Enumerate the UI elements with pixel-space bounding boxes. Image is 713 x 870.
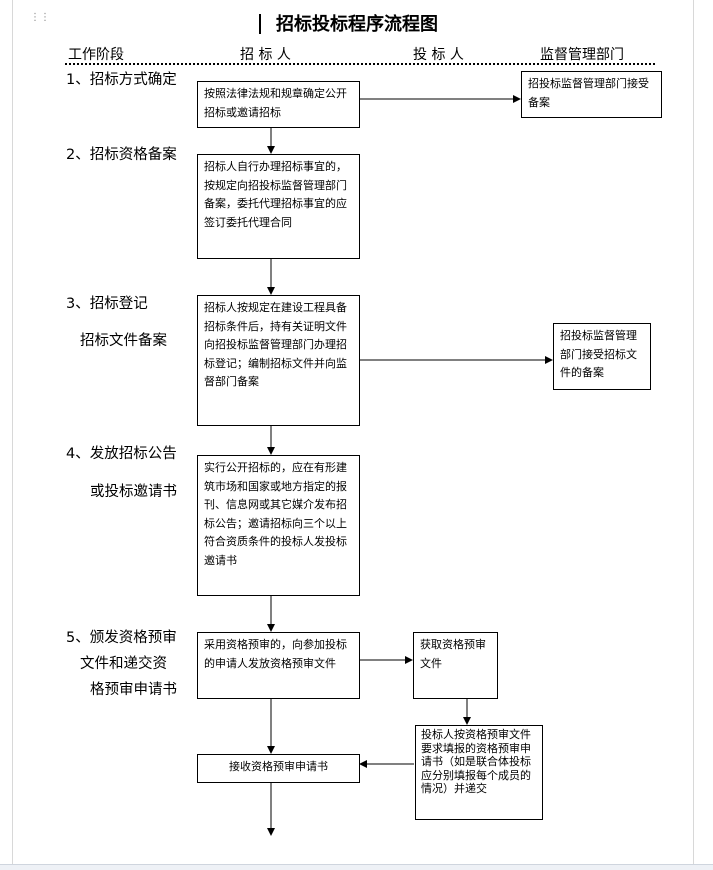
stage-2-label: 2、招标资格备案 [66, 147, 177, 163]
step-3-box: 招标人按规定在建设工程具备招标条件后，持有关证明文件向招投标监督管理部门办理招标… [197, 295, 360, 426]
title-cursor-bar [259, 14, 261, 34]
bidder-obtain-doc-box: 获取资格预审文件 [413, 632, 498, 699]
stage-5-sublabel-2: 格预审申请书 [90, 682, 177, 698]
supervisor-filing-box: 招投标监督管理部门接受备案 [521, 71, 662, 118]
header-underline [65, 63, 655, 65]
stage-3-label: 3、招标登记 [66, 296, 148, 312]
receive-application-box: 接收资格预审申请书 [197, 754, 360, 783]
page-margin-right [693, 0, 694, 869]
step-1-box: 按照法律法规和规章确定公开招标或邀请招标 [197, 81, 360, 128]
stage-4-sublabel: 或投标邀请书 [90, 484, 177, 500]
stage-1-label: 1、招标方式确定 [66, 72, 177, 88]
page-margin-left [12, 0, 13, 869]
stage-5-sublabel-1: 文件和递交资 [80, 656, 167, 672]
stage-5-label: 5、颁发资格预审 [66, 630, 177, 646]
step-2-box: 招标人自行办理招标事宜的，按规定向招投标监督管理部门备案，委托代理招标事宜的应签… [197, 154, 360, 259]
page-bottom-edge [0, 864, 713, 870]
column-header-supervisor: 监督管理部门 [540, 47, 624, 63]
stage-4-label: 4、发放招标公告 [66, 446, 177, 462]
column-header-bidder: 投 标 人 [413, 47, 464, 63]
step-5-box: 采用资格预审的，向参加投标的申请人发放资格预审文件 [197, 632, 360, 699]
bidder-submit-application-box: 投标人按资格预审文件要求填报的资格预审申请书（如是联合体投标应分别填报每个成员的… [415, 725, 543, 820]
step-4-box: 实行公开招标的，应在有形建筑市场和国家或地方指定的报刊、信息网或其它媒介发布招标… [197, 455, 360, 596]
column-header-stage: 工作阶段 [68, 47, 124, 63]
page-title: 招标投标程序流程图 [276, 14, 438, 35]
stage-3-sublabel: 招标文件备案 [80, 333, 167, 349]
column-header-tenderer: 招 标 人 [240, 47, 291, 63]
supervisor-doc-filing-box: 招投标监督管理部门接受招标文件的备案 [553, 323, 651, 390]
